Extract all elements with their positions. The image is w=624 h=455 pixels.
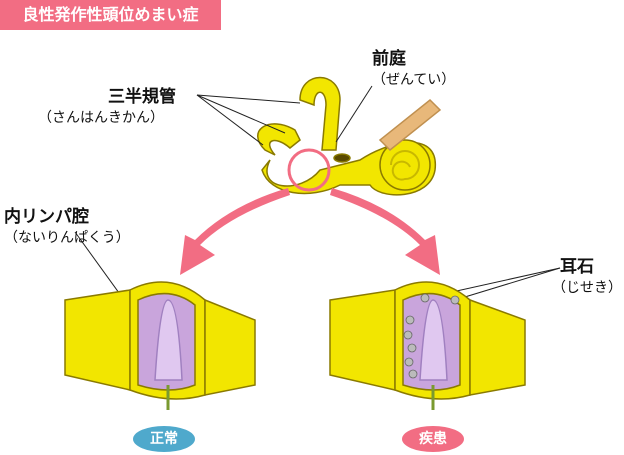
label-sub: （さんはんきかん）: [38, 110, 164, 126]
label-endolymphatic-space: 内リンパ腔 （ないりんぱくう）: [4, 202, 130, 247]
label-vestibule: 前庭 （ぜんてい）: [372, 44, 455, 89]
ampulla-normal: [64, 281, 256, 410]
inner-ear-illustration: [257, 76, 442, 196]
page-title-badge: 良性発作性頭位めまい症: [0, 0, 221, 30]
arrow-left: [180, 188, 290, 275]
label-sub: （じせき）: [552, 280, 622, 296]
label-otolith: 耳石 （じせき）: [552, 252, 622, 297]
label-semicircular-canals: 三半規管 （さんはんきかん）: [38, 82, 176, 127]
badge-disease: 疾患: [402, 426, 464, 452]
label-main: 耳石: [560, 257, 594, 277]
label-main: 三半規管: [108, 87, 176, 107]
badge-normal: 正常: [133, 426, 195, 452]
otolith-particles: [403, 293, 460, 379]
label-main: 前庭: [372, 49, 406, 69]
label-main: 内リンパ腔: [4, 207, 89, 227]
arrow-right: [330, 188, 440, 275]
ampulla-disease: [329, 281, 526, 410]
label-sub: （ないりんぱくう）: [4, 230, 130, 246]
zoom-circle: [287, 148, 331, 192]
label-sub: （ぜんてい）: [372, 72, 456, 88]
